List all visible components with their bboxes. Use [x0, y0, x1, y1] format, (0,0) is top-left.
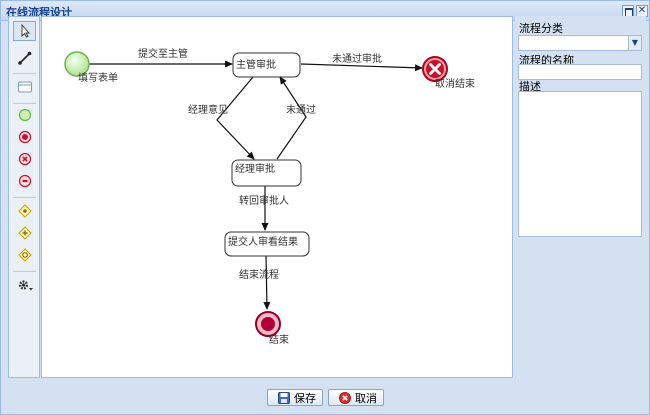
window-title: 在线流程设计 [6, 6, 72, 19]
category-combo[interactable]: ▼ [518, 35, 642, 51]
cancel-button[interactable]: 取消 [328, 389, 384, 406]
edge-label-submit: 提交至主管 [138, 47, 188, 60]
start-event-tool[interactable] [13, 105, 36, 125]
edge-rejected[interactable] [300, 63, 423, 72]
parallel-gateway-icon [17, 226, 32, 240]
gateway-tool[interactable] [13, 201, 36, 221]
edge-label-opinion: 经理意见 [188, 103, 228, 116]
edge-finish[interactable] [263, 254, 271, 310]
tool-palette [8, 16, 40, 378]
task-manager-review[interactable] [232, 52, 301, 78]
cancel-end-event-tool[interactable] [13, 171, 36, 191]
task-director-review[interactable] [231, 159, 302, 187]
palette-divider [13, 271, 36, 272]
cancel-x-icon [429, 63, 441, 75]
process-diagram: 提交至主管 未通过审批 经理意见 未通过 转回审批人 结束流程 填写表单 主管审… [64, 47, 475, 346]
floppy-disk-icon [278, 391, 290, 404]
edge-not-passed[interactable] [276, 76, 307, 160]
error-end-event-icon [18, 152, 31, 166]
description-textarea[interactable] [518, 91, 642, 237]
task-submitter-view[interactable] [224, 231, 310, 257]
task-director-review-label: 经理审批 [235, 162, 275, 175]
end-event-core [261, 317, 275, 331]
edge-label-return: 转回审批人 [239, 194, 289, 207]
category-label: 流程分类 [519, 22, 563, 35]
description-label: 描述 [519, 80, 541, 93]
parallel-gateway-tool[interactable] [13, 223, 36, 243]
name-label: 流程的名称 [519, 54, 574, 67]
end-event-tool[interactable] [13, 127, 36, 147]
task-tool[interactable] [13, 77, 36, 97]
pointer-tool[interactable] [13, 21, 36, 41]
connector-icon [17, 51, 31, 65]
cancel-end-event-icon [18, 174, 31, 188]
connector-tool[interactable] [13, 48, 36, 68]
process-name-input[interactable] [518, 64, 642, 80]
start-event-label: 填写表单 [78, 71, 118, 84]
palette-divider [13, 73, 36, 74]
edge-label-not-passed: 未通过 [286, 103, 316, 116]
gateway-icon [17, 204, 32, 218]
cancel-button-label: 取消 [355, 391, 377, 405]
properties-panel: 流程分类 ▼ 流程的名称 描述 [515, 16, 646, 378]
save-button[interactable]: 保存 [267, 389, 323, 406]
inclusive-gateway-icon [17, 248, 32, 262]
inclusive-gateway-tool[interactable] [13, 245, 36, 265]
settings-gear-icon [18, 280, 33, 291]
start-event-icon [18, 108, 31, 122]
pointer-icon [21, 24, 30, 38]
task-manager-review-label: 主管审批 [236, 58, 276, 71]
chevron-down-icon[interactable]: ▼ [628, 36, 641, 50]
settings-tool[interactable] [13, 275, 36, 295]
palette-divider [13, 197, 36, 198]
end-event-label: 结束 [269, 333, 289, 346]
edge-opinion[interactable] [216, 76, 255, 160]
task-icon [17, 81, 32, 93]
cancel-circle-icon [339, 391, 351, 404]
error-end-event-tool[interactable] [13, 149, 36, 169]
diagram-canvas[interactable]: 提交至主管 未通过审批 经理意见 未通过 转回审批人 结束流程 填写表单 主管审… [41, 16, 513, 378]
palette-divider [13, 103, 36, 104]
start-event[interactable] [64, 51, 90, 77]
cancel-end-label: 取消结束 [435, 77, 475, 90]
save-button-label: 保存 [294, 391, 316, 405]
edge-label-finish: 结束流程 [239, 268, 279, 281]
end-event-icon [18, 130, 31, 144]
task-submitter-view-label: 提交人审看结果 [228, 235, 298, 248]
edge-label-rejected: 未通过审批 [332, 52, 382, 65]
